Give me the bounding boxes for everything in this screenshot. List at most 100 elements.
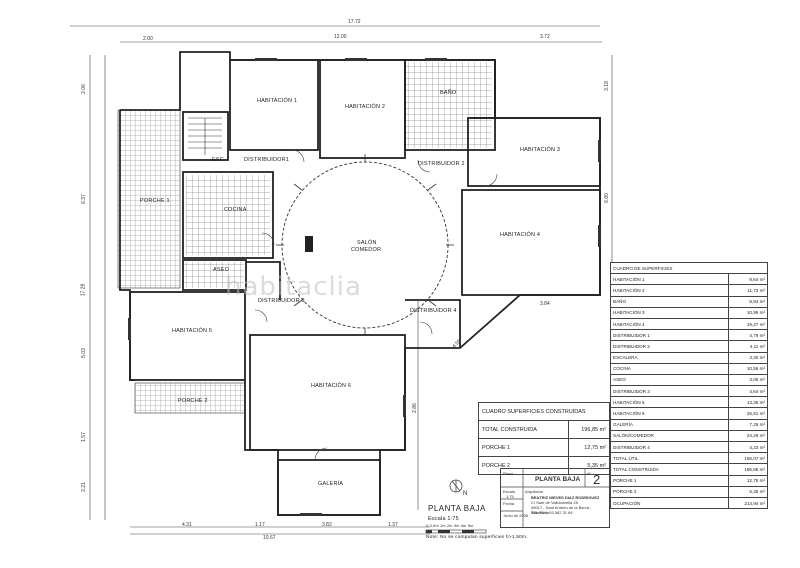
surface-value: 4,11 m² xyxy=(728,340,768,353)
label-salon-2: COMEDOR xyxy=(351,247,382,253)
label-distribuidor2: DISTRIBUIDOR 2 xyxy=(418,161,465,167)
surface-name: COCINA xyxy=(610,362,729,375)
built-value: 196,85 m² xyxy=(568,420,610,439)
tb-fecha-label: Fecha xyxy=(503,501,515,506)
surface-value: 12,75 m² xyxy=(728,474,768,487)
bano-tiles xyxy=(406,62,492,148)
surface-value: 3,30 m² xyxy=(728,351,768,364)
surface-name: HABITACIÓN 4 xyxy=(610,317,729,331)
label-habitacion6: HABITACIÓN 6 xyxy=(311,383,352,389)
dim-right-1: 3.18 xyxy=(603,81,610,91)
porche1-tiles xyxy=(117,109,181,289)
surface-name: HABITACIÓN 5 xyxy=(610,396,729,409)
label-distribuidor1: DISTRIBUIDOR1 xyxy=(244,157,290,163)
surface-value: 5,35 m² xyxy=(728,485,768,498)
dim-top-left: 2.00 xyxy=(143,36,153,42)
surface-name: DISTRIBUIDOR 3 xyxy=(610,385,729,398)
walls xyxy=(119,51,601,516)
tb-escala-label: Escala xyxy=(503,489,516,494)
surface-name: ASEO xyxy=(610,373,729,387)
tb-address2: 08017 - Sant Andreu de la Barca - Barcel… xyxy=(531,505,592,515)
dim-left-2: 6.37 xyxy=(80,194,87,204)
surface-value: 7,25 m² xyxy=(728,418,768,431)
dim-bottom-3: 3.82 xyxy=(322,522,332,528)
label-porche1: PORCHE 1 xyxy=(140,198,170,204)
dim-left-3: 5.03 xyxy=(80,348,87,358)
surface-name: TOTAL ÚTIL xyxy=(610,452,729,465)
dim-top-mid: 12.00 xyxy=(334,34,347,40)
dim-right-2: 6.80 xyxy=(603,193,610,203)
surface-value: 25,61 m² xyxy=(728,407,768,420)
label-galeria: GALERÍA xyxy=(318,481,344,487)
surface-name: SALÓN/COMEDOR xyxy=(610,429,729,443)
tb-num-label: nº xyxy=(587,471,591,476)
surface-name: DISTRIBUIDOR 2 xyxy=(610,340,729,353)
surface-value: 4,23 m² xyxy=(728,440,768,454)
built-value: 5,35 m² xyxy=(568,456,610,475)
surface-name: PORCHE 1 xyxy=(610,474,729,487)
built-header: CUADRO SUPERFICIES CONSTRUIDAS xyxy=(478,402,610,421)
tb-phone: TEL/FAX: 93 582 31 84 xyxy=(531,510,573,515)
label-salon-1: SALÓN xyxy=(357,240,377,246)
surface-name: DISTRIBUIDOR 4 xyxy=(610,440,729,454)
label-habitacion5: HABITACIÓN 5 xyxy=(172,328,213,334)
surface-name: HABITACIÓN 3 xyxy=(610,306,729,319)
surface-name: GALERÍA xyxy=(610,418,729,431)
north-arrow-icon xyxy=(449,479,463,493)
label-habitacion1: HABITACIÓN 1 xyxy=(257,98,298,104)
surface-value: 10,99 m² xyxy=(728,306,768,319)
surface-value: 3,06 m² xyxy=(728,373,768,387)
label-habitacion3: HABITACIÓN 3 xyxy=(520,147,561,153)
surface-value: 196,85 m² xyxy=(728,463,768,476)
dim-bottom-2: 1.17 xyxy=(255,522,265,528)
caption-note: Note: No se computan superficies h>1,50m… xyxy=(426,535,528,540)
built-header-row: CUADRO SUPERFICIES CONSTRUIDAS xyxy=(478,402,610,421)
caption-scale: Escala 1:75 xyxy=(428,516,459,522)
chimney-block xyxy=(305,236,313,252)
scale-bar-icon xyxy=(425,529,487,534)
surface-value: 166,07 m² xyxy=(728,452,768,465)
tb-escala-value: 1:75 xyxy=(506,494,514,499)
surface-name: PORCHE 2 xyxy=(610,485,729,498)
dim-left-5: 2.21 xyxy=(80,482,87,492)
dim-bottom-total: 10.67 xyxy=(263,535,276,541)
tb-fecha-value: Junio de 2008 xyxy=(503,513,529,518)
surface-name: HABITACIÓN 6 xyxy=(610,407,729,420)
dim-vert-mid: 2.86 xyxy=(411,403,418,413)
tb-plano-number: 2 xyxy=(593,472,601,487)
tb-arquitecto-label: Arquitecto xyxy=(525,489,544,494)
dimension-lines xyxy=(70,25,613,535)
label-distribuidor3: DISTRIBUIDOR 3 xyxy=(258,298,305,304)
label-porche2: PORCHE 2 xyxy=(178,398,208,404)
stairs xyxy=(188,117,222,155)
surface-value: 4,64 m² xyxy=(728,385,768,398)
tb-address1: C/ Sant de Valldonzella 28 xyxy=(531,500,578,505)
cocina-tiles xyxy=(186,175,270,255)
north-label: N xyxy=(463,491,468,497)
surface-name: ESCALERA xyxy=(610,351,729,364)
tb-arquitecto-name: BEATRIZ NIEVES DIAZ RODRIGUEZ xyxy=(531,495,600,500)
tb-plano-label: Plano xyxy=(503,471,514,476)
dim-bottom-1: 4.31 xyxy=(182,522,192,528)
surface-value: 11,73 m² xyxy=(728,284,768,297)
label-habitacion2: HABITACIÓN 2 xyxy=(345,104,386,110)
